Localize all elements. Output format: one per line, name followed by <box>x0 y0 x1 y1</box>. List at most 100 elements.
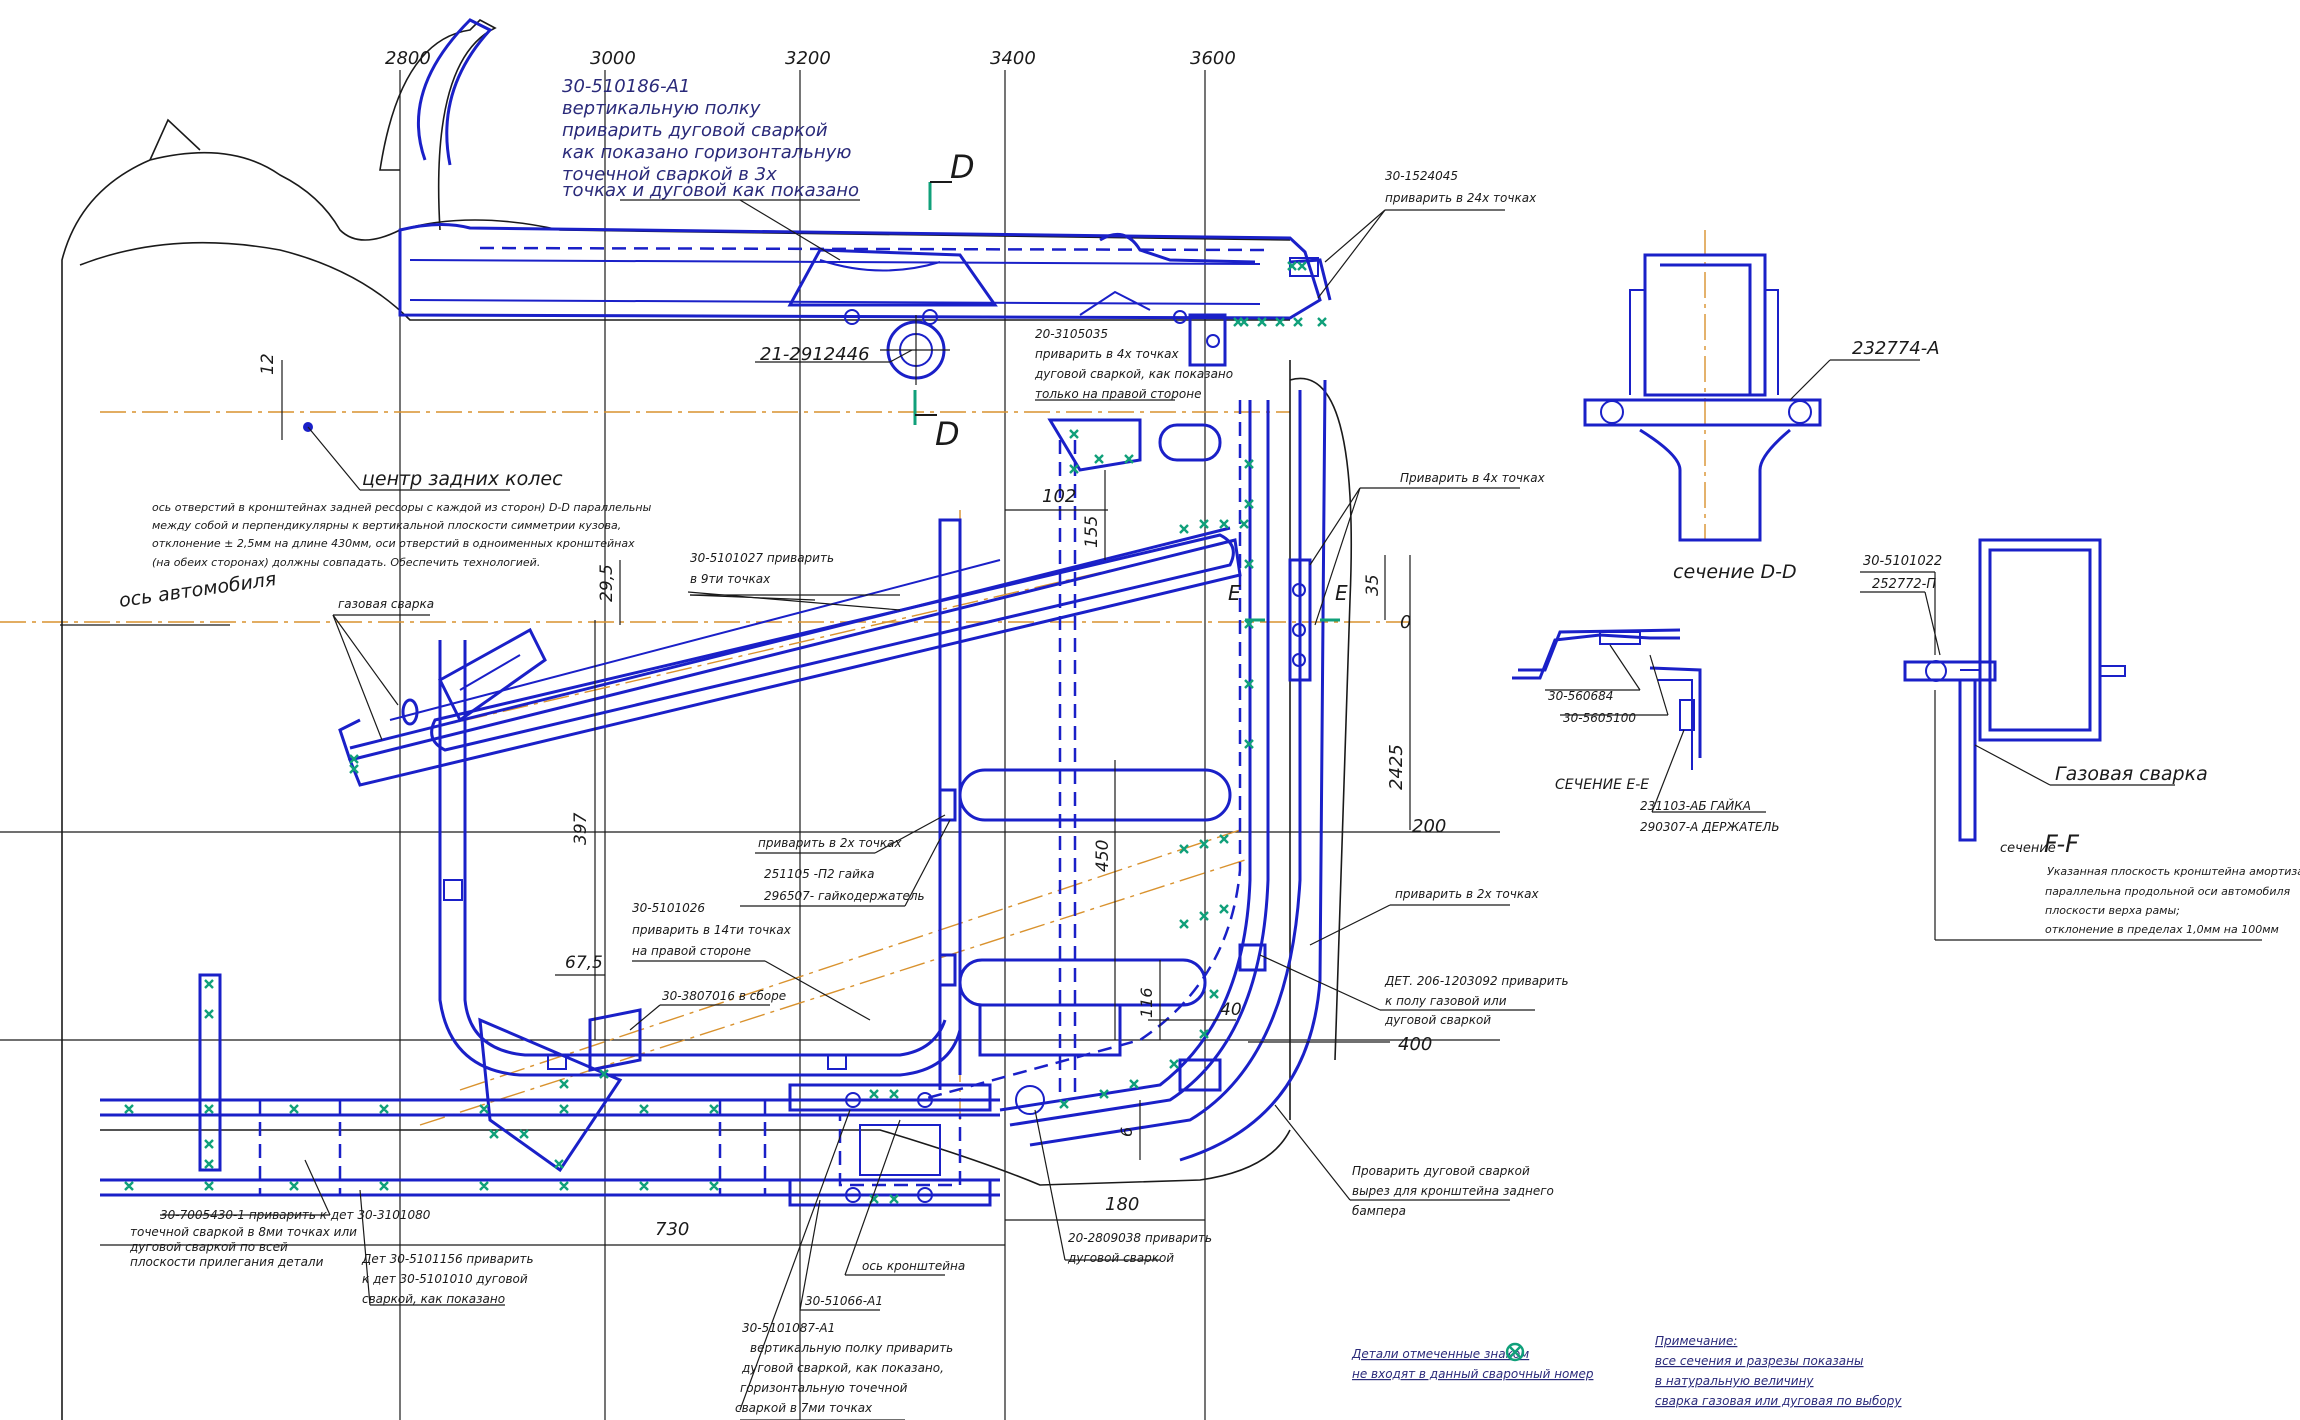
ann-7005430-line1: 30-7005430-1 приварить к дет 30-3101080 <box>160 1208 431 1222</box>
dim-155: 155 <box>1082 516 1102 548</box>
annotation-3105035: 20-3105035 приварить в 4х точках дуговой… <box>1034 327 1233 401</box>
section-ff-note-3: плоскости верха рамы; <box>2045 904 2180 917</box>
dim-2425: 2425 <box>1386 744 1407 790</box>
dim-67-5: 67,5 <box>565 953 603 973</box>
upper-rail <box>398 18 1332 385</box>
ann-2809038-line1: 20-2809038 приварить <box>1068 1231 1212 1245</box>
annotation-axis-note: ось отверстий в кронштейнах задней рессо… <box>152 501 652 569</box>
section-e-left: E <box>1228 581 1241 605</box>
annotation-bracket-axis: ось кронштейна <box>862 1259 965 1273</box>
section-dd: 232774-А сечение D-D <box>1583 230 1940 583</box>
section-ee-nut-2: 290307-А ДЕРЖАТЕЛЬ <box>1640 820 1780 834</box>
dimension-values: 12 102 155 35 0 29,5 2425 200 397 67,5 4… <box>258 353 1446 1240</box>
ann-1203092-line3: дуговой сваркой <box>1384 1013 1491 1027</box>
ann-axis-note-line1: ось отверстий в кронштейнах задней рессо… <box>152 501 652 514</box>
section-ee-part-2: 30-5605100 <box>1563 711 1636 725</box>
ann-marked-line2: не входят в данный сварочный номер <box>1352 1367 1594 1381</box>
ann-bumper-line1: Проварить дуговой сваркой <box>1352 1164 1530 1178</box>
ann-5101861-line1: 30-510186-А1 <box>562 76 690 97</box>
ann-5101087-line5: сваркой в 7ми точках <box>735 1401 873 1415</box>
ann-5101087-line1: 30-5101087-А1 <box>742 1321 835 1335</box>
ann-3105035-line2: приварить в 4х точках <box>1035 347 1179 361</box>
axis-label-2800: 2800 <box>385 48 431 69</box>
ann-5101087-line4: горизонтальную точечной <box>740 1381 908 1395</box>
dim-180: 180 <box>1105 1194 1139 1215</box>
annotation-5101156: Дет 30-5101156 приварить к дет 30-510101… <box>361 1252 534 1306</box>
dim-0: 0 <box>1400 612 1411 633</box>
ann-bumper-line3: бампера <box>1352 1204 1406 1218</box>
section-ee-title: СЕЧЕНИЕ E-E <box>1555 777 1649 793</box>
ann-marked-line1: Детали отмеченные знаком <box>1351 1347 1529 1361</box>
annotation-weld-2a: приварить в 2х точках <box>758 836 902 850</box>
ann-note-line2: все сечения и разрезы показаны <box>1655 1354 1863 1368</box>
ann-1203092-line1: ДЕТ. 206-1203092 приварить <box>1384 974 1569 988</box>
section-e-right: E <box>1335 581 1348 605</box>
section-ff-title-prefix: сечение <box>2000 841 2056 856</box>
dim-400: 400 <box>1398 1034 1432 1055</box>
dim-450: 450 <box>1093 840 1113 872</box>
rear-frame <box>919 379 1327 1162</box>
dim-116: 116 <box>1137 987 1156 1018</box>
section-d-bottom: D <box>935 415 960 453</box>
ann-5101026-line1: 30-5101026 <box>632 901 705 915</box>
annotation-car-axis: ось автомобиля <box>118 568 278 612</box>
ann-5101027-line2: в 9ти точках <box>690 572 771 586</box>
section-ff-title-mark: F-F <box>2044 830 2080 858</box>
ann-nut-line1: 251105 -П2 гайка <box>764 867 874 881</box>
section-ff-gas: Газовая сварка <box>2055 763 2208 785</box>
dim-29-5: 29,5 <box>597 564 617 602</box>
ann-5101861-line3: приварить дуговой сваркой <box>562 120 828 141</box>
section-ee: 30-560684 30-5605100 231103-АБ ГАЙКА 290… <box>1512 628 1780 834</box>
ann-1524045-line1: 30-1524045 <box>1385 169 1458 183</box>
ann-axis-note-line2: между собой и перпендикулярны к вертикал… <box>152 519 621 532</box>
weld-symbol-cross <box>1508 1345 1522 1359</box>
weld-symbol-icon <box>1505 1342 1525 1362</box>
annotation-5101861: 30-510186-А1 вертикальную полку приварит… <box>562 76 859 201</box>
section-dd-title: сечение D-D <box>1673 561 1797 583</box>
annotation-51066: 30-51066-А1 <box>805 1294 883 1308</box>
ann-bumper-line2: вырез для кронштейна заднего <box>1352 1184 1554 1198</box>
section-ff-part-2: 252772-П <box>1872 577 1936 592</box>
ann-5101087-line3: дуговой сваркой, как показано, <box>741 1361 944 1375</box>
ann-axis-note-line4: (на обеих сторонах) должны совпадать. Об… <box>152 556 540 569</box>
annotation-5101027: 30-5101027 приварить в 9ти точках <box>690 551 834 586</box>
dim-12: 12 <box>258 353 278 375</box>
ann-2809038-line2: дуговой сваркой <box>1067 1251 1174 1265</box>
annotation-5101087: 30-5101087-А1 вертикальную полку привари… <box>735 1321 953 1415</box>
dim-40: 40 <box>1220 1000 1242 1020</box>
section-d-top: D <box>950 148 975 186</box>
section-ff-part-1: 30-5101022 <box>1863 554 1942 569</box>
dim-730: 730 <box>655 1219 689 1240</box>
ann-nut-line2: 296507- гайкодержатель <box>764 889 925 903</box>
dim-35: 35 <box>1363 574 1383 596</box>
annotation-marked: Детали отмеченные знаком не входят в дан… <box>1351 1342 1594 1381</box>
annotation-gas-weld: газовая сварка <box>338 597 434 611</box>
annotation-7005430: 30-7005430-1 приварить к дет 30-3101080 … <box>129 1208 431 1269</box>
ann-5101026-line3: на правой стороне <box>632 944 751 958</box>
ann-5101861-line6: точках и дуговой как показано <box>562 180 859 201</box>
annotation-2912446: 21-2912446 <box>760 344 870 365</box>
annotation-weld-2b: приварить в 2х точках <box>1395 887 1539 901</box>
annotation-2809038: 20-2809038 приварить дуговой сваркой <box>1067 1231 1212 1265</box>
dimension-lines <box>100 360 1411 1246</box>
annotation-weld-4: Приварить в 4х точках <box>1400 471 1546 485</box>
ann-3105035-line3: дуговой сваркой, как показано <box>1034 367 1233 381</box>
section-ff-note-2: параллельна продольной оси автомобиля <box>2045 885 2291 898</box>
annotation-1203092: ДЕТ. 206-1203092 приварить к полу газово… <box>1384 974 1569 1027</box>
annotation-3807016: 30-3807016 в сборе <box>662 989 786 1003</box>
ann-1203092-line2: к полу газовой или <box>1385 994 1507 1008</box>
leader-lines <box>60 199 1535 1420</box>
bottom-rail <box>100 973 1222 1207</box>
ann-5101861-line5: точечной сваркой в 3х <box>562 164 777 185</box>
ann-5101861-line4: как показано горизонтальную <box>562 142 851 163</box>
ann-3105035-line4: только на правой стороне <box>1035 387 1201 401</box>
axis-labels: 2800 3000 3200 3400 3600 <box>385 48 1236 69</box>
annotation-note: Примечание: все сечения и разрезы показа… <box>1655 1334 1902 1408</box>
ann-1524045-line2: приварить в 24х точках <box>1385 191 1537 205</box>
ann-7005430-line2: точечной сваркой в 8ми точках или <box>130 1225 357 1239</box>
ann-5101087-line2: вертикальную полку приварить <box>750 1341 953 1355</box>
ann-axis-note-line3: отклонение ± 2,5мм на длине 430мм, оси о… <box>152 537 635 550</box>
section-ee-part-1: 30-560684 <box>1548 689 1613 703</box>
ann-note-line1: Примечание: <box>1655 1334 1737 1348</box>
